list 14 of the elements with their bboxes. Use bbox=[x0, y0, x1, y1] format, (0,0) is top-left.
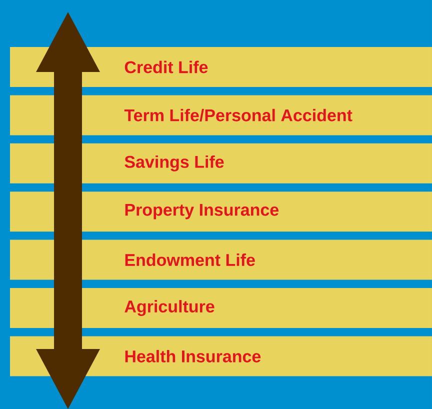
band bbox=[10, 95, 432, 136]
band-label: Endowment Life bbox=[125, 254, 255, 266]
band bbox=[10, 47, 432, 87]
band bbox=[10, 336, 432, 376]
band-label: Credit Life bbox=[124, 60, 208, 74]
band-label: Savings Life bbox=[124, 155, 224, 172]
band-label: Property Insurance bbox=[125, 204, 279, 220]
band bbox=[10, 143, 432, 184]
band-label: Agriculture bbox=[124, 300, 214, 316]
band bbox=[10, 192, 432, 232]
band bbox=[10, 288, 432, 328]
band-label: Term Life/Personal Accident bbox=[124, 108, 352, 122]
band-label: Health Insurance bbox=[125, 350, 261, 362]
band bbox=[10, 240, 432, 280]
